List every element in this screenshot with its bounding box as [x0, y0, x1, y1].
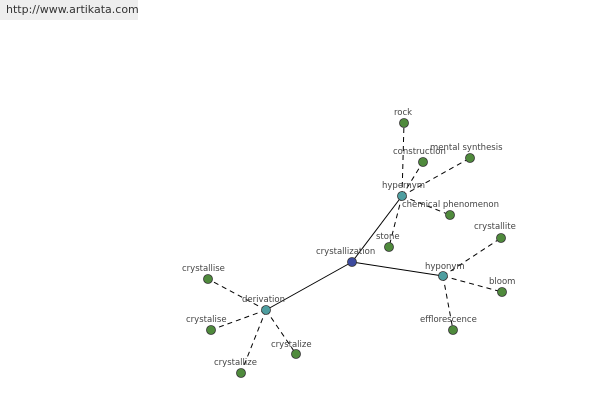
- term-node-crystallite[interactable]: crystallite: [474, 222, 516, 243]
- term-node-construction-label: construction: [393, 147, 446, 157]
- term-node-mental-synthesis-label: mental synthesis: [430, 143, 503, 153]
- term-node-construction[interactable]: construction: [393, 147, 446, 167]
- term-node-mental-synthesis-dot[interactable]: [465, 153, 475, 163]
- term-node-crystallite-label: crystallite: [474, 222, 516, 232]
- term-node-crystallise-0[interactable]: crystallise: [182, 264, 225, 284]
- relation-node-hypernym[interactable]: hypernym: [382, 181, 425, 201]
- edge-hyponym-bloom: [442, 275, 503, 293]
- term-node-stone-dot[interactable]: [384, 242, 394, 252]
- relation-node-hyponym[interactable]: hyponym: [425, 262, 465, 281]
- term-node-rock-dot[interactable]: [399, 118, 409, 128]
- relation-node-derivation-label: derivation: [242, 295, 285, 305]
- graph-edges: [207, 122, 503, 374]
- relation-node-derivation[interactable]: derivation: [242, 295, 285, 315]
- source-url-link[interactable]: http://www.artikata.com: [6, 3, 139, 16]
- edge-root-hypernym: [351, 195, 403, 263]
- edge-hyponym-crystallite: [442, 237, 502, 277]
- term-node-construction-dot[interactable]: [418, 157, 428, 167]
- term-node-rock-label: rock: [394, 108, 412, 118]
- term-node-crystallise-0-label: crystallise: [182, 264, 225, 274]
- term-node-crystallise-0-dot[interactable]: [203, 274, 213, 284]
- relation-node-derivation-dot[interactable]: [261, 305, 271, 315]
- term-node-crystallize-3-label: crystallize: [214, 358, 257, 368]
- term-node-bloom-dot[interactable]: [497, 287, 507, 297]
- term-node-crystalise-1-dot[interactable]: [206, 325, 216, 335]
- term-node-crystalize-2-dot[interactable]: [291, 349, 301, 359]
- relation-node-hyponym-dot[interactable]: [438, 271, 448, 281]
- term-node-chemical-phenomenon-dot[interactable]: [445, 210, 455, 220]
- term-node-chemical-phenomenon[interactable]: chemical phenomenon: [402, 200, 499, 220]
- term-node-efflorescence-dot[interactable]: [448, 325, 458, 335]
- term-node-crystallite-dot[interactable]: [496, 233, 506, 243]
- term-node-crystallize-3[interactable]: crystallize: [214, 358, 257, 378]
- term-node-crystalize-2-label: crystalize: [271, 340, 312, 350]
- edge-derivation-crystallise: [207, 278, 267, 311]
- relation-node-hypernym-label: hypernym: [382, 181, 425, 191]
- term-node-crystallize-3-dot[interactable]: [236, 368, 246, 378]
- root-node-crystallization-dot[interactable]: [347, 257, 357, 267]
- edge-derivation-crystalise: [210, 309, 267, 331]
- edge-hyponym-efflorescence: [442, 275, 454, 331]
- root-node-crystallization-label: crystallization: [316, 247, 375, 257]
- term-node-mental-synthesis[interactable]: mental synthesis: [430, 143, 503, 163]
- term-node-efflorescence-label: efflorescence: [420, 315, 477, 325]
- term-node-crystalize-2[interactable]: crystalize: [271, 340, 312, 359]
- term-node-chemical-phenomenon-label: chemical phenomenon: [402, 200, 499, 210]
- term-node-crystalise-1[interactable]: crystalise: [186, 315, 227, 335]
- edge-hypernym-rock: [401, 122, 405, 197]
- source-banner: http://www.artikata.com: [0, 0, 139, 20]
- term-node-rock[interactable]: rock: [394, 108, 412, 128]
- root-node-crystallization[interactable]: crystallization: [316, 247, 375, 267]
- term-node-efflorescence[interactable]: efflorescence: [420, 315, 477, 335]
- relation-node-hyponym-label: hyponym: [425, 262, 465, 272]
- term-node-bloom[interactable]: bloom: [489, 277, 515, 297]
- edge-derivation-crystallize: [240, 309, 267, 374]
- edge-hypernym-construction: [401, 161, 424, 197]
- term-node-stone[interactable]: stone: [376, 232, 400, 252]
- term-node-bloom-label: bloom: [489, 277, 515, 287]
- term-node-stone-label: stone: [376, 232, 400, 242]
- edge-hypernym-mental-synthesis: [401, 157, 471, 197]
- relation-node-hypernym-dot[interactable]: [397, 191, 407, 201]
- edge-root-hyponym: [351, 261, 444, 277]
- edge-root-derivation: [265, 261, 353, 311]
- term-node-crystalise-1-label: crystalise: [186, 315, 227, 325]
